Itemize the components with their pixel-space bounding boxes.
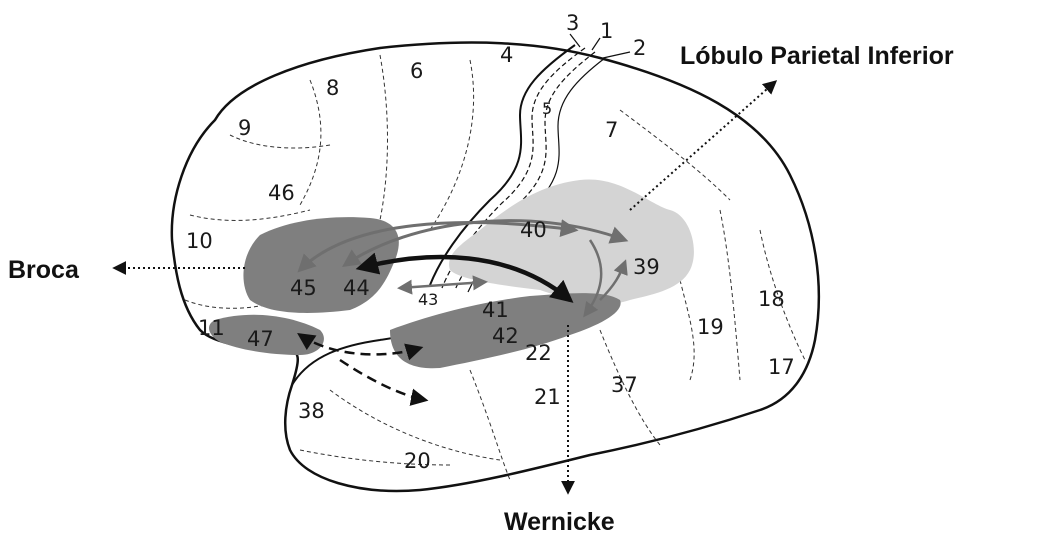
area-21: 21 xyxy=(534,385,561,409)
area-45: 45 xyxy=(290,276,317,300)
area-4: 4 xyxy=(500,43,513,67)
area-39: 39 xyxy=(633,255,660,279)
area-8: 8 xyxy=(326,76,339,100)
area-1: 1 xyxy=(600,19,613,43)
area-18: 18 xyxy=(758,287,785,311)
area-10: 10 xyxy=(186,229,213,253)
area-7: 7 xyxy=(605,118,618,142)
area-11: 11 xyxy=(198,316,225,340)
area-40: 40 xyxy=(520,218,547,242)
area-42: 42 xyxy=(492,324,519,348)
area-5: 5 xyxy=(542,99,552,118)
area-6: 6 xyxy=(410,59,423,83)
area-3: 3 xyxy=(566,11,579,35)
area-17: 17 xyxy=(768,355,795,379)
area-43: 43 xyxy=(418,290,438,309)
label-broca: Broca xyxy=(8,256,80,284)
area-44: 44 xyxy=(343,276,370,300)
area-47: 47 xyxy=(247,327,274,351)
area-2: 2 xyxy=(633,36,646,60)
label-parietal: Lóbulo Parietal Inferior xyxy=(680,42,954,70)
area-46: 46 xyxy=(268,181,295,205)
area-38: 38 xyxy=(298,399,325,423)
area-20: 20 xyxy=(404,449,431,473)
area-9: 9 xyxy=(238,116,251,140)
area-37: 37 xyxy=(611,373,638,397)
area-41: 41 xyxy=(482,298,509,322)
area-22: 22 xyxy=(525,341,552,365)
area-19: 19 xyxy=(697,315,724,339)
label-wernicke: Wernicke xyxy=(504,508,615,536)
